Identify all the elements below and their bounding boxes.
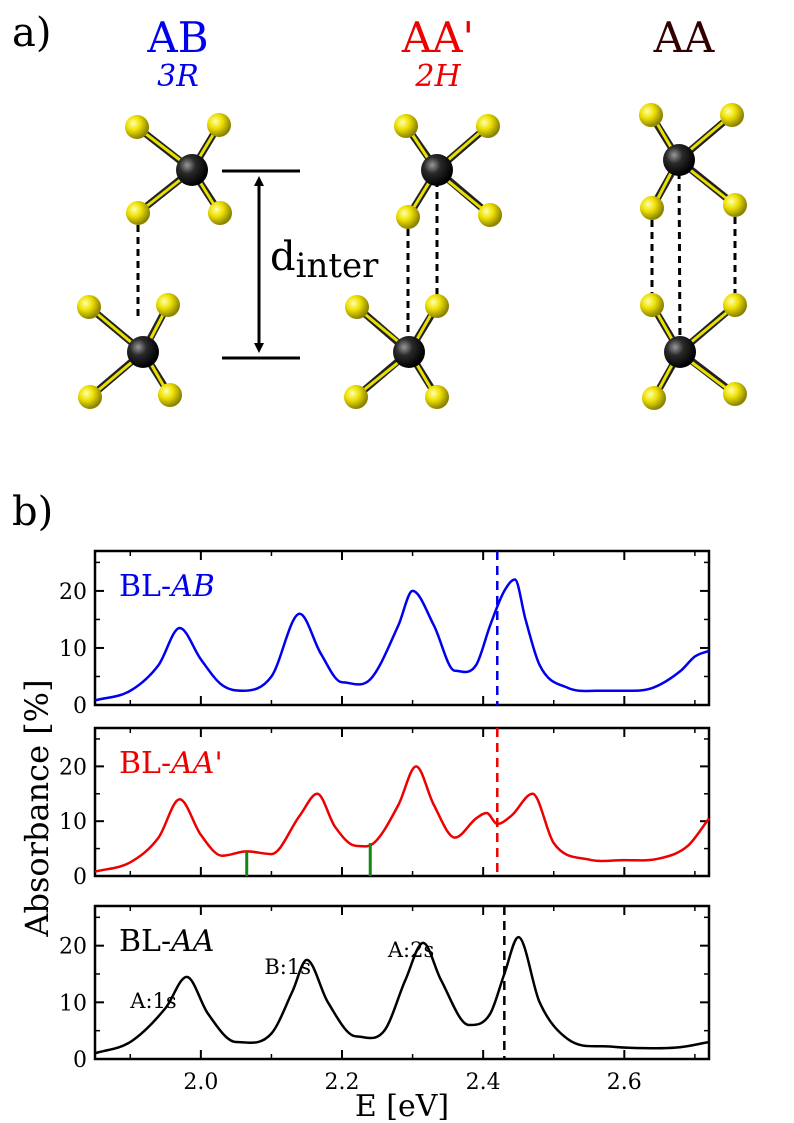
metal-atom bbox=[421, 154, 453, 186]
absorbance-line-ab bbox=[94, 578, 710, 702]
chalcogen-atom bbox=[207, 113, 231, 137]
chalcogen-atom bbox=[425, 294, 449, 318]
chalcogen-atom bbox=[125, 115, 149, 139]
plot-frame-aap bbox=[93, 726, 711, 878]
chalcogen-atom bbox=[425, 385, 449, 409]
series-title-prefix: BL- bbox=[119, 569, 171, 604]
y-tick-label: 10 bbox=[59, 637, 87, 662]
chalcogen-atom bbox=[642, 386, 666, 410]
stacking-aa-title: AA bbox=[653, 13, 715, 62]
chalcogen-atom bbox=[723, 193, 747, 217]
dinter-subscript: inter bbox=[296, 246, 380, 286]
chalcogen-atom bbox=[344, 385, 368, 409]
plot-frame-aa bbox=[93, 904, 711, 1061]
svg-text:dinter: dinter bbox=[270, 234, 379, 286]
chalcogen-atom bbox=[156, 293, 180, 317]
chalcogen-atom bbox=[478, 203, 502, 227]
stacking-aap-sub: 2H bbox=[414, 59, 461, 94]
x-tick-label: 2.2 bbox=[325, 1070, 360, 1095]
structure-aa bbox=[639, 103, 747, 410]
chalcogen-atom bbox=[723, 382, 747, 406]
series-title-prefix: BL- bbox=[119, 746, 171, 781]
x-axis-label: E [eV] bbox=[355, 1089, 449, 1123]
x-tick-label: 2.0 bbox=[183, 1070, 218, 1095]
chart-bl-aa: 0 10 20 2.0 2.2 2.4 2.6 A:1s B:1s A:2s BL-AA bbox=[59, 904, 711, 1095]
series-title-stacking: AB bbox=[168, 569, 215, 604]
chalcogen-atom bbox=[77, 295, 101, 319]
panel-a-label: a) bbox=[12, 10, 51, 56]
stacking-ab-title: AB bbox=[146, 13, 208, 62]
chalcogen-atom bbox=[720, 103, 744, 127]
series-title-aa: BL-AA bbox=[119, 924, 214, 959]
x-tick-label: 2.4 bbox=[466, 1070, 501, 1095]
plot-frame-ab bbox=[93, 549, 711, 707]
chalcogen-atom bbox=[396, 205, 420, 229]
chart-bl-aap: 0 10 20 BL-AA' bbox=[59, 726, 711, 890]
chalcogen-atom bbox=[476, 114, 500, 138]
chalcogen-atom bbox=[78, 385, 102, 409]
absorbance-line-aap bbox=[94, 765, 710, 873]
series-title-stacking: AA bbox=[168, 924, 214, 959]
metal-atom bbox=[664, 336, 696, 368]
x-tick-label: 2.6 bbox=[607, 1070, 642, 1095]
series-title-ab: BL-AB bbox=[119, 569, 215, 604]
absorbance-line-aa bbox=[94, 935, 710, 1055]
y-tick-label: 10 bbox=[59, 991, 87, 1016]
dinter-annotation: dinter bbox=[222, 169, 379, 360]
metal-atom bbox=[663, 144, 695, 176]
y-axis-label: Absorbance [%] bbox=[18, 679, 56, 937]
chart-bl-ab: 0 10 20 BL-AB bbox=[59, 549, 711, 719]
y-tick-label: 20 bbox=[59, 935, 87, 960]
chalcogen-atom bbox=[394, 114, 418, 138]
peak-annotation: A:1s bbox=[129, 989, 176, 1013]
y-tick-label: 0 bbox=[73, 694, 87, 719]
chalcogen-atom bbox=[639, 103, 663, 127]
stacking-aap-title: AA' bbox=[401, 13, 474, 62]
chalcogen-atom bbox=[208, 201, 232, 225]
chalcogen-atom bbox=[723, 293, 747, 317]
panel-b-label: b) bbox=[12, 489, 53, 535]
series-title-aap: BL-AA' bbox=[119, 746, 223, 781]
y-tick-label: 0 bbox=[73, 1048, 87, 1073]
structure-aap bbox=[344, 114, 502, 409]
structure-ab bbox=[77, 113, 232, 409]
chalcogen-atom bbox=[345, 295, 369, 319]
chalcogen-atom bbox=[158, 383, 182, 407]
stacking-ab-sub: 3R bbox=[157, 59, 199, 94]
metal-atom bbox=[393, 336, 425, 368]
chalcogen-atom bbox=[126, 201, 150, 225]
y-tick-label: 20 bbox=[59, 580, 87, 605]
metal-atom bbox=[127, 336, 159, 368]
y-tick-label: 20 bbox=[59, 755, 87, 780]
chalcogen-atom bbox=[640, 196, 664, 220]
peak-annotation: A:2s bbox=[387, 938, 434, 962]
peak-annotation: B:1s bbox=[264, 955, 311, 979]
y-tick-label: 0 bbox=[73, 865, 87, 890]
dinter-label: d bbox=[270, 234, 296, 280]
series-title-stacking: AA' bbox=[168, 746, 223, 781]
y-tick-label: 10 bbox=[59, 810, 87, 835]
chalcogen-atom bbox=[640, 293, 664, 317]
series-title-prefix: BL- bbox=[119, 924, 171, 959]
metal-atom bbox=[176, 154, 208, 186]
